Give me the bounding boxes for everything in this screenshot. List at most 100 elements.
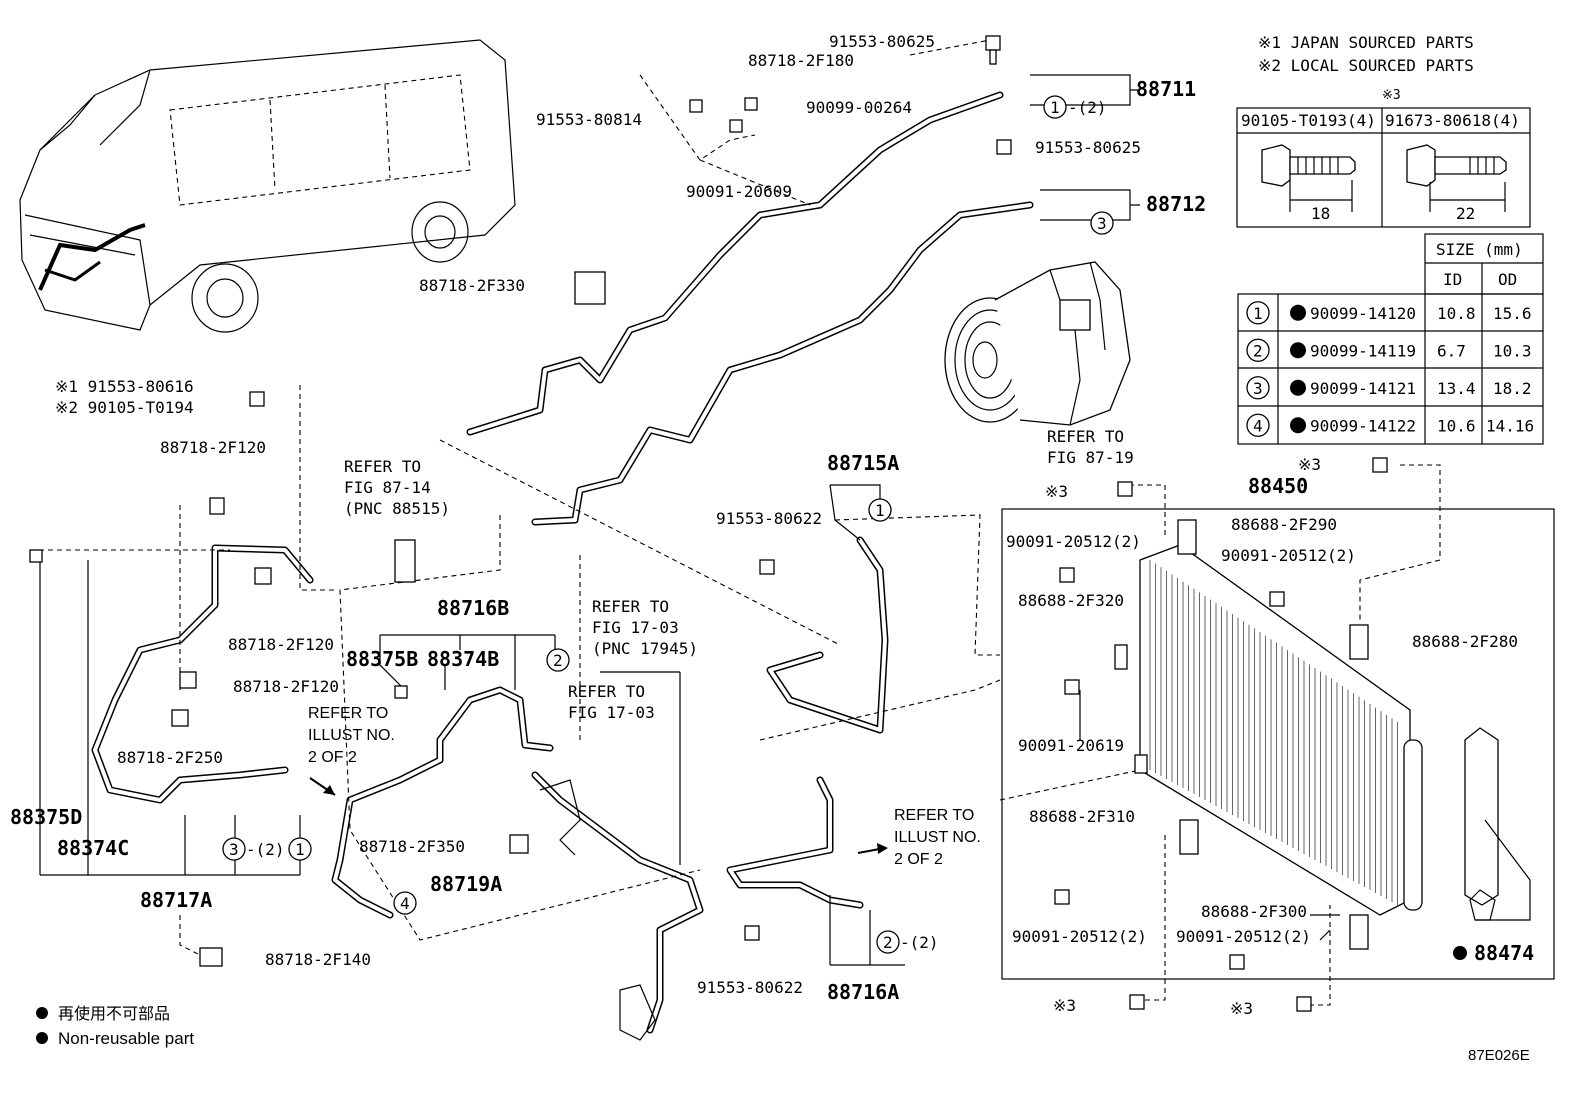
label-mark3-b: ※3 xyxy=(1045,482,1068,501)
label-mark3-c: ※3 xyxy=(1053,996,1076,1015)
label-mark3-a: ※3 xyxy=(1298,455,1321,474)
label-88688-2F310: 88688-2F310 xyxy=(1029,807,1135,826)
label-88718-2F120-a: 88718-2F120 xyxy=(160,438,266,457)
bolt-icon-2 xyxy=(1406,144,1507,212)
label-90099-00264: 90099-00264 xyxy=(806,98,912,117)
non-reusable-dot xyxy=(1290,304,1306,321)
label-88374C: 88374C xyxy=(57,836,129,860)
figure-id: 87E026E xyxy=(1468,1047,1530,1064)
size-row-part-number: 90099-14119 xyxy=(1310,341,1416,360)
brackets xyxy=(39,74,1531,966)
source-notes: ※1 JAPAN SOURCED PARTS ※2 LOCAL SOURCED … xyxy=(1258,33,1474,103)
size-row-number: 3 xyxy=(1253,379,1263,398)
size-row-od: 15.6 xyxy=(1493,304,1532,323)
callout-1-88711: 1 xyxy=(1050,98,1060,117)
size-row-od: 14.16 xyxy=(1486,416,1534,435)
label-88688-2F320: 88688-2F320 xyxy=(1018,591,1124,610)
bolt-length-1: 18 xyxy=(1311,204,1330,223)
label-88718-2F140: 88718-2F140 xyxy=(265,950,371,969)
bolt-length-2: 22 xyxy=(1456,204,1475,223)
size-row-number: 2 xyxy=(1253,341,1263,360)
label-88474: 88474 xyxy=(1474,941,1534,965)
label-90091-20512-b: 90091-20512(2) xyxy=(1221,546,1356,565)
size-row-od: 18.2 xyxy=(1493,379,1532,398)
label-88688-2F280: 88688-2F280 xyxy=(1412,632,1518,651)
label-91553-80625-a: 91553-80625 xyxy=(829,32,935,51)
size-row-id: 6.7 xyxy=(1437,341,1466,360)
callout-2-88716B: 2 xyxy=(553,651,563,670)
legend: 再使用不可部品 Non-reusable part xyxy=(36,1004,194,1048)
label-90105-T0194: ※2 90105-T0194 xyxy=(55,398,194,417)
non-reusable-dot xyxy=(1290,379,1306,396)
ref-illust1-line3: 2 OF 2 xyxy=(308,749,357,766)
label-88711: 88711 xyxy=(1136,77,1196,101)
label-90091-20512-a: 90091-20512(2) xyxy=(1006,532,1141,551)
small-parts xyxy=(29,35,1388,1012)
condenser xyxy=(1001,508,1555,980)
label-88374B: 88374B xyxy=(427,647,499,671)
note-mark3: ※3 xyxy=(1382,88,1401,103)
ref-illust2-line3: 2 OF 2 xyxy=(894,851,943,868)
callout-1-88715A: 1 xyxy=(875,501,885,520)
size-row-part-number: 90099-14121 xyxy=(1310,379,1416,398)
ref-fig87-14-line1: REFER TO xyxy=(344,457,421,476)
label-mark3-d: ※3 xyxy=(1230,999,1253,1018)
size-row-part-number: 90099-14120 xyxy=(1310,304,1416,323)
size-row-number: 1 xyxy=(1253,304,1263,323)
non-reusable-dot xyxy=(1290,342,1306,359)
label-88719A: 88719A xyxy=(430,872,502,896)
size-row-od: 10.3 xyxy=(1493,341,1532,360)
ref-fig87-19-line1: REFER TO xyxy=(1047,427,1124,446)
label-qty-88716A: -(2) xyxy=(900,933,939,952)
ref-illust2-line1: REFER TO xyxy=(894,807,974,824)
van-illustration xyxy=(19,39,516,333)
non-reusable-dot xyxy=(1290,417,1306,434)
size-table-header: SIZE (mm) xyxy=(1436,240,1523,259)
ref-fig17-03b-line2: FIG 17-03 xyxy=(568,703,655,722)
note-local-sourced: ※2 LOCAL SOURCED PARTS xyxy=(1258,56,1474,75)
label-88718-2F250: 88718-2F250 xyxy=(117,748,223,767)
size-table-col-id: ID xyxy=(1443,270,1462,289)
label-88688-2F300: 88688-2F300 xyxy=(1201,902,1307,921)
part-labels: 91553-80625 88718-2F180 88711 -(2) 91553… xyxy=(10,32,1534,1018)
callout-1-88717A: 1 xyxy=(295,840,305,859)
reference-notes: REFER TO FIG 87-14 (PNC 88515) REFER TO … xyxy=(308,427,1134,868)
label-88718-2F120-b: 88718-2F120 xyxy=(228,635,334,654)
size-row-id: 13.4 xyxy=(1437,379,1476,398)
label-88718-2F120-c: 88718-2F120 xyxy=(233,677,339,696)
ref-illust1-line1: REFER TO xyxy=(308,705,388,722)
legend-japanese: 再使用不可部品 xyxy=(58,1004,170,1023)
label-91553-80625-b: 91553-80625 xyxy=(1035,138,1141,157)
callout-3-88717A: 3 xyxy=(229,840,239,859)
label-91553-80622-a: 91553-80622 xyxy=(716,509,822,528)
label-88715A: 88715A xyxy=(827,451,899,475)
ref-fig17-03-line2: FIG 17-03 xyxy=(592,618,679,637)
callout-3-88712: 3 xyxy=(1097,214,1107,233)
label-90091-20619: 90091-20619 xyxy=(1018,736,1124,755)
label-qty-88711: -(2) xyxy=(1068,98,1107,117)
ref-fig87-19-line2: FIG 87-19 xyxy=(1047,448,1134,467)
bolt-icon-1 xyxy=(1261,144,1356,212)
label-90091-20512-d: 90091-20512(2) xyxy=(1176,927,1311,946)
size-row-part-number: 90099-14122 xyxy=(1310,416,1416,435)
leader-lines xyxy=(30,39,1441,1006)
label-90091-20609: 90091-20609 xyxy=(686,182,792,201)
ref-fig87-14-line3: (PNC 88515) xyxy=(344,499,450,518)
pipes xyxy=(91,91,1034,1041)
legend-english: Non-reusable part xyxy=(58,1029,194,1048)
label-88717A: 88717A xyxy=(140,888,212,912)
label-88718-2F350: 88718-2F350 xyxy=(359,837,465,856)
label-88375B: 88375B xyxy=(346,647,418,671)
size-table-col-od: OD xyxy=(1498,270,1517,289)
callout-4-88719A: 4 xyxy=(400,894,410,913)
size-row-number: 4 xyxy=(1253,416,1263,435)
label-91553-80814: 91553-80814 xyxy=(536,110,642,129)
label-88712: 88712 xyxy=(1146,192,1206,216)
bolt-table-part-1: 90105-T0193(4) xyxy=(1241,111,1376,130)
label-88375D: 88375D xyxy=(10,805,82,829)
label-qty-88717A: -(2) xyxy=(246,840,285,859)
label-88718-2F180: 88718-2F180 xyxy=(748,51,854,70)
label-88688-2F290: 88688-2F290 xyxy=(1231,515,1337,534)
ref-illust2-line2: ILLUST NO. xyxy=(894,829,981,846)
